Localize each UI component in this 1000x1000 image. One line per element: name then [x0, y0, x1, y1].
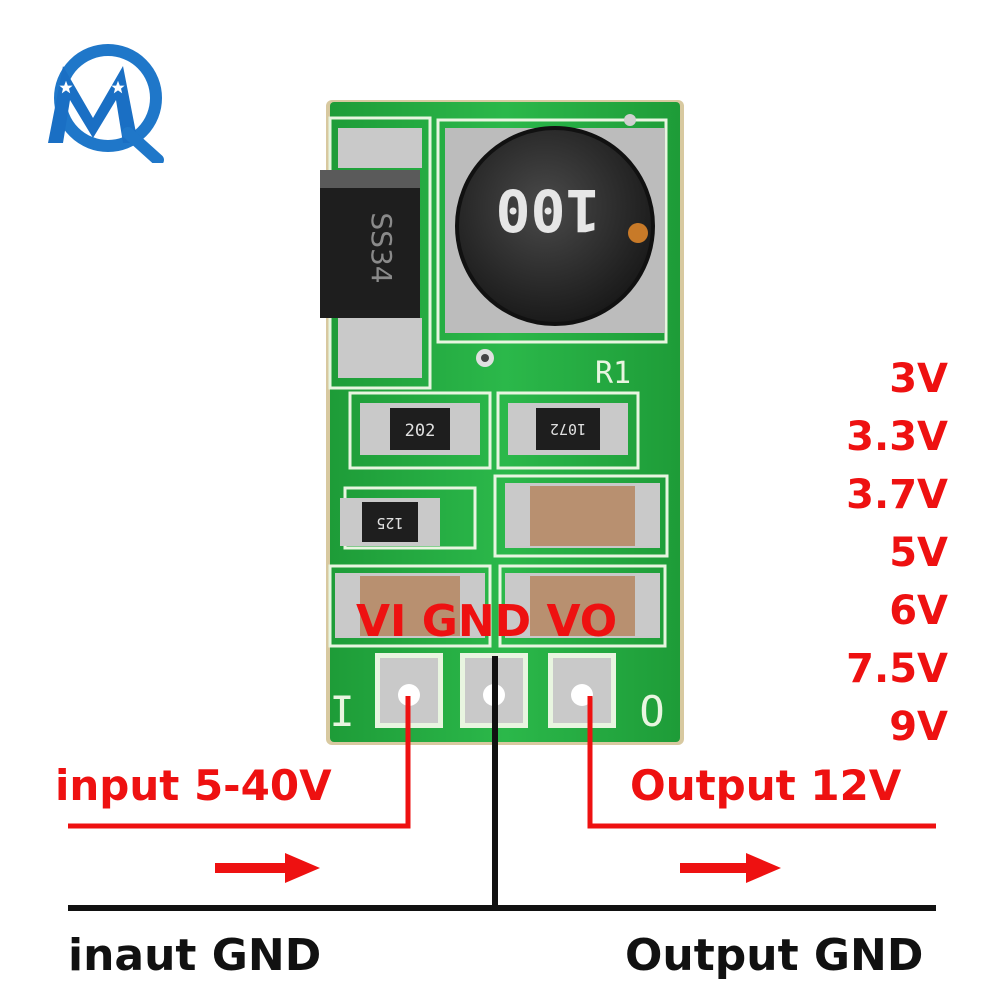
resistor-marking-2: 1072 [550, 420, 586, 438]
output-label: Output 12V [630, 761, 902, 810]
resistor-marking-1: 202 [405, 421, 436, 441]
pin-labels: VI GND VO [356, 596, 618, 647]
diode-marking: SS34 [365, 212, 398, 283]
output-arrow-icon [680, 853, 781, 883]
silk-r1: R1 [595, 356, 631, 391]
voltage-option: 9V [889, 704, 948, 750]
input-label: input 5-40V [55, 761, 332, 810]
input-arrow-icon [215, 853, 320, 883]
output-voltage-list: 3V 3.3V 3.7V 5V 6V 7.5V 9V [800, 350, 948, 756]
voltage-option: 3.7V [846, 472, 948, 518]
silk-i: I [329, 687, 354, 736]
input-gnd-label: inaut GND [68, 930, 322, 981]
voltage-option: 3V [889, 356, 948, 402]
inductor-marking: 100 [496, 176, 601, 244]
silk-o: O [639, 687, 664, 736]
voltage-option: 7.5V [846, 646, 948, 692]
voltage-option: 6V [889, 588, 948, 634]
output-gnd-label: Output GND [625, 930, 924, 981]
pcb-board: SS34 100 R1 202 1072 125 I O [320, 100, 684, 745]
mq-logo-icon [48, 44, 164, 163]
voltage-option: 3.3V [846, 414, 948, 460]
resistor-marking-3: 125 [376, 514, 403, 532]
voltage-option: 5V [889, 530, 948, 576]
